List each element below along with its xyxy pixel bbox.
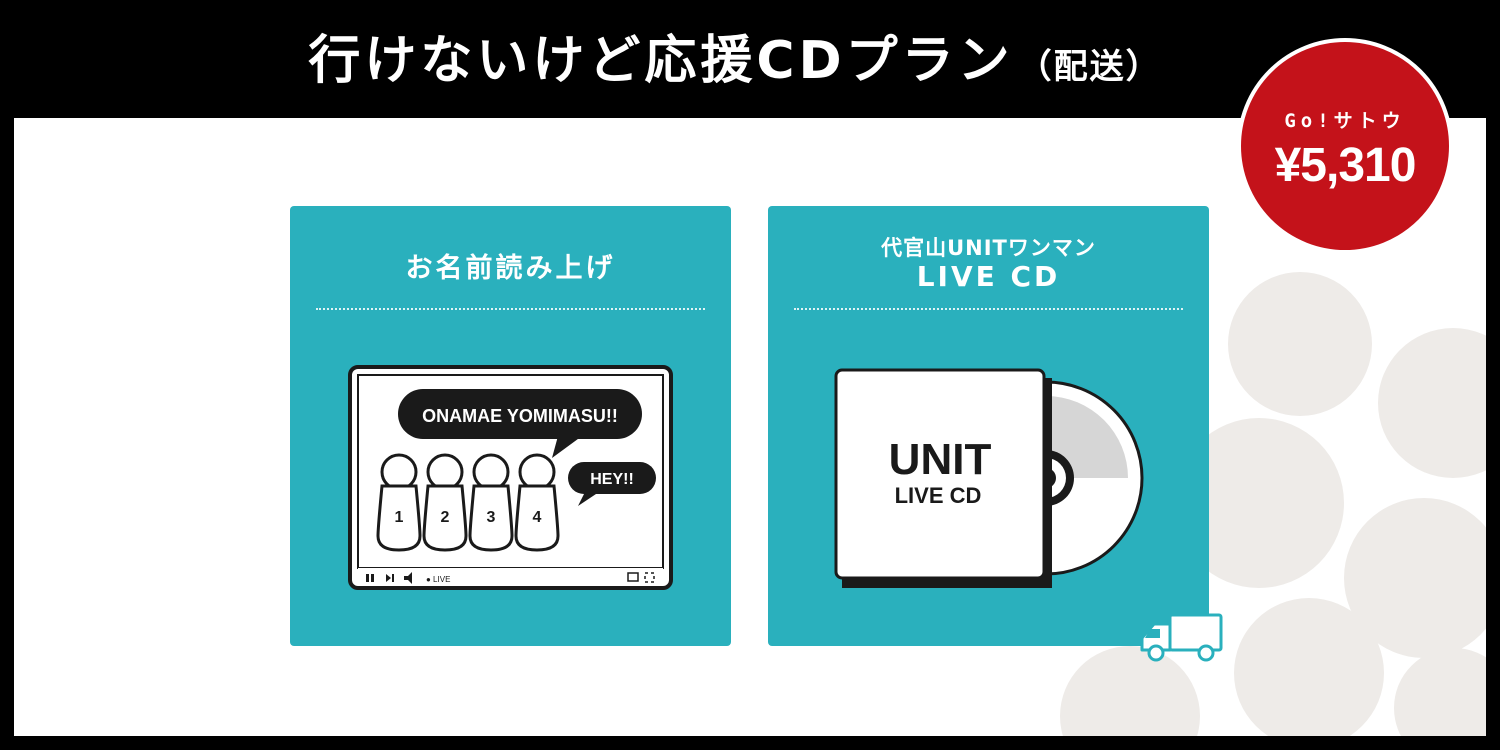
decor-circle (1378, 328, 1486, 478)
figure-number: 1 (395, 509, 404, 526)
price-badge: Go!サトウ ¥5,310 (1237, 38, 1453, 254)
card-title: お名前読み上げ (405, 253, 616, 284)
card-live-cd: 代官山UNITワンマン LIVE CD UNIT LIVE CD (768, 206, 1209, 646)
shout-bubble: HEY!! (568, 462, 656, 506)
decor-circle (1228, 272, 1372, 416)
figure-number: 3 (487, 509, 496, 526)
content-panel (14, 118, 1486, 736)
cd-illustration: UNIT LIVE CD (834, 368, 1144, 588)
decor-circle (1394, 648, 1486, 736)
header-title: 行けないけど応援CDプラン（配送） (0, 0, 1470, 118)
plan-subtitle: （配送） (1017, 47, 1162, 87)
card-title-line2: LIVE CD (916, 260, 1061, 293)
speech-bubble-text: ONAMAE YOMIMASU!! (422, 406, 618, 426)
decor-circle (1234, 598, 1384, 736)
figure-number: 2 (441, 509, 450, 526)
card-divider (316, 308, 705, 310)
figure-number: 4 (533, 509, 542, 526)
artist-name: Go!サトウ (1284, 110, 1406, 132)
truck-icon (1140, 613, 1223, 662)
card-divider (794, 308, 1183, 310)
shout-text: HEY!! (590, 471, 634, 488)
card-name-reading: お名前読み上げ ● LIVE ONAMAE YOMIMASU!! (290, 206, 731, 646)
cd-cover-subtitle: LIVE CD (895, 483, 982, 508)
plan-title: 行けないけど応援CDプラン (308, 31, 1014, 91)
cd-case (834, 368, 1046, 580)
live-stream-illustration: ● LIVE ONAMAE YOMIMASU!! HEY!! 1 2 3 4 (348, 365, 673, 590)
cd-cover-title: UNIT (889, 435, 992, 484)
player-controls (366, 572, 655, 584)
price-amount: ¥5,310 (1274, 139, 1417, 192)
player-status: ● LIVE (426, 575, 450, 584)
card-title-line1: 代官山UNITワンマン (881, 236, 1096, 260)
audience-figures (376, 453, 560, 552)
speech-bubble: ONAMAE YOMIMASU!! (398, 389, 642, 458)
